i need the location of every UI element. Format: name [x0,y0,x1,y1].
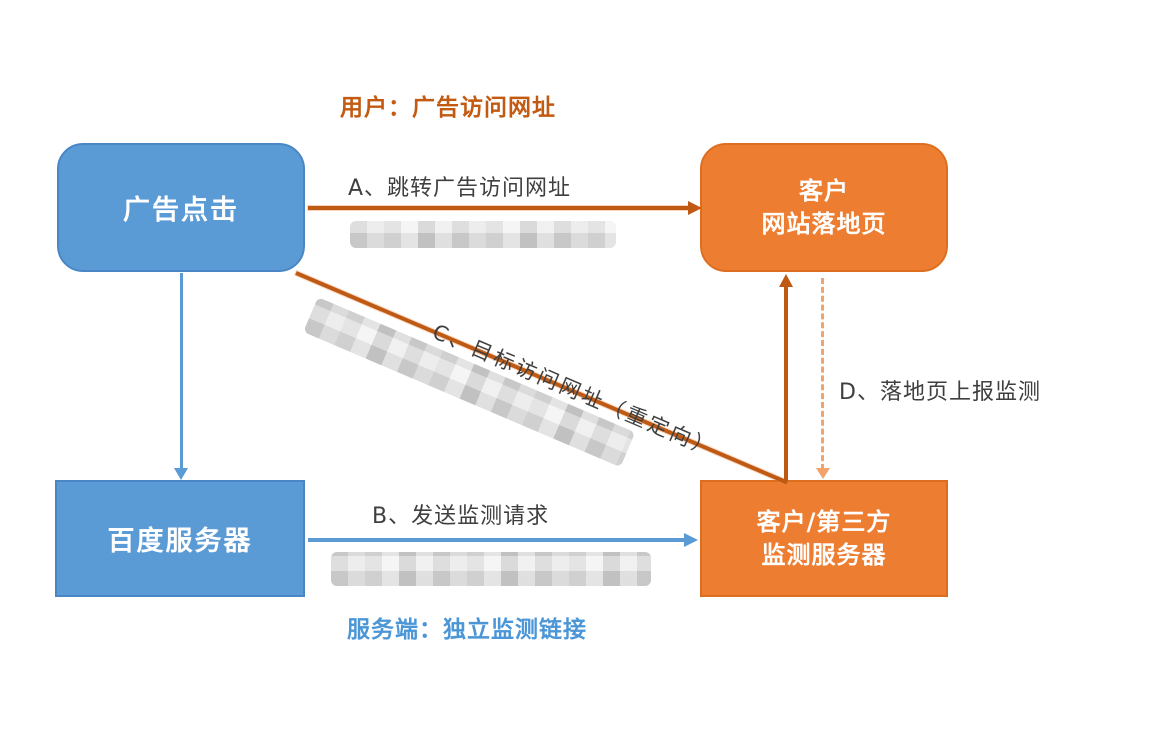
redacted-url-edge-a [350,221,616,248]
node-monitor-server-line1: 客户/第三方 [756,507,892,536]
node-landing-page-line1: 客户 [799,176,849,205]
node-baidu-server: 百度服务器 [55,480,305,597]
user-flow-title: 用户：广告访问网址 [340,95,556,121]
edge-b-label: B、发送监测请求 [372,504,550,529]
edge-c-vertical-line [784,283,788,482]
edge-b-line [308,538,686,542]
node-ad-click: 广告点击 [57,143,305,272]
edge-a-line [308,206,690,210]
node-monitor-server: 客户/第三方 监测服务器 [700,480,948,597]
node-baidu-server-label: 百度服务器 [107,526,253,557]
edge-d-label: D、落地页上报监测 [839,380,1041,405]
edge-d-arrowhead-icon [816,468,830,479]
server-flow-title: 服务端：独立监测链接 [347,617,587,643]
edge-c-arrowhead-icon [779,274,793,287]
edge-click-to-server-arrowhead-icon [174,468,188,480]
edge-click-to-server-line [180,273,183,470]
edge-d-dashed-line [821,278,824,470]
edge-a-label: A、跳转广告访问网址 [348,176,572,201]
node-landing-page-line2: 网站落地页 [761,209,887,238]
edge-b-arrowhead-icon [684,533,698,547]
node-monitor-server-line2: 监测服务器 [761,540,887,569]
node-customer-landing-page: 客户 网站落地页 [700,143,948,272]
edge-a-arrowhead-icon [688,201,702,215]
redacted-url-edge-b [331,552,651,586]
node-ad-click-label: 广告点击 [123,195,239,226]
